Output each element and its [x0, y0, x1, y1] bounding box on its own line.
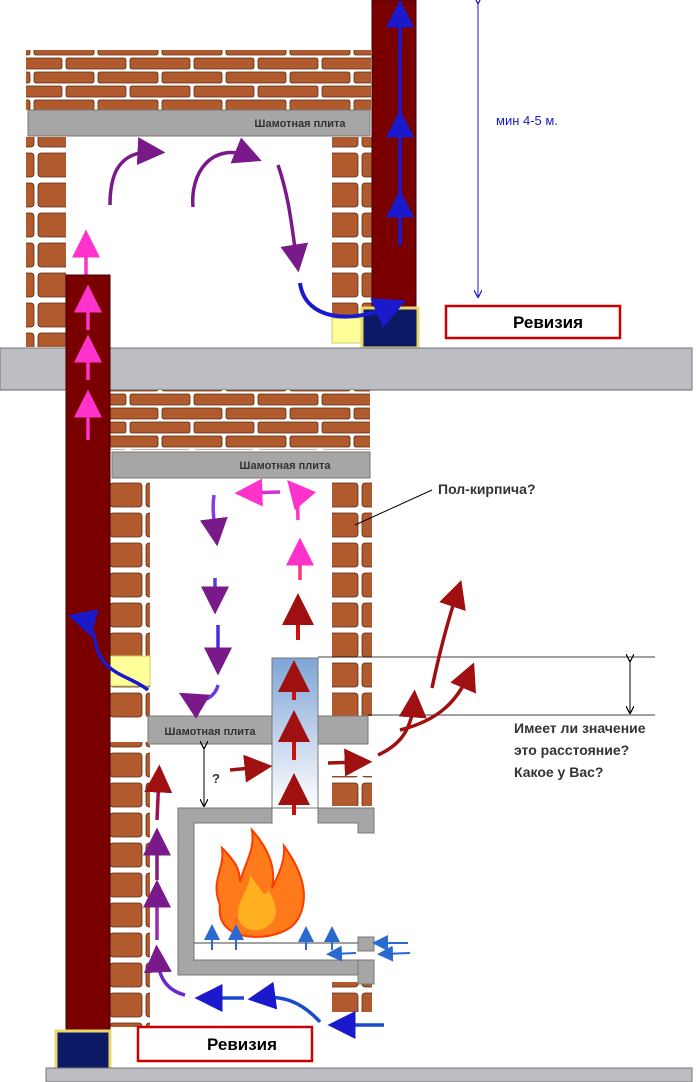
upper-revision-frame	[444, 304, 622, 340]
firebox-body-top	[317, 807, 375, 834]
distance-question-3: Какое у Вас?	[514, 764, 603, 780]
upper-yellow-block	[331, 317, 367, 344]
upper-stove: Шамотная плита	[26, 50, 372, 347]
distance-question-2: это расстояние?	[514, 742, 629, 758]
upper-fireclay-plate	[27, 109, 371, 137]
lower-stove: Шамотная плита Шамотная плита	[109, 390, 375, 1027]
lower-fireclay-label: Шамотная плита	[239, 460, 331, 472]
lower-brick-right	[332, 478, 372, 716]
upper-arrow-1	[108, 137, 166, 206]
firebox-plate-right	[317, 715, 369, 745]
upper-revision-label: Ревизия	[513, 313, 583, 332]
lower-floor	[45, 1067, 693, 1082]
upper-brick-top	[26, 50, 371, 110]
lower-fireclay-plate	[111, 451, 371, 479]
upper-arrow-3	[276, 164, 309, 273]
lower-revision-box	[54, 1029, 112, 1073]
distance-question-1: Имеет ли значение	[514, 720, 646, 736]
firebox-fireclay-label: Шамотная плита	[164, 726, 256, 738]
firebox-body-left	[177, 807, 359, 976]
upper-brick-left	[26, 137, 66, 347]
upper-arrow-4	[298, 282, 406, 328]
lower-brick-left-lower	[110, 742, 150, 1027]
min-height-label: мин 4-5 м.	[496, 113, 558, 128]
upper-arrow-2	[191, 137, 262, 208]
upper-chimney	[371, 0, 417, 313]
upper-brick-right	[332, 137, 372, 322]
gap-question-mark: ?	[212, 771, 220, 786]
lower-revision-label: Ревизия	[207, 1035, 277, 1054]
half-brick-pointer	[354, 489, 433, 526]
upper-flow-arrows	[72, 0, 414, 328]
half-brick-label: Пол-кирпича?	[438, 481, 536, 497]
lower-revision-frame	[136, 1025, 314, 1063]
fire-icon	[215, 826, 305, 938]
lower-brick-top	[110, 390, 370, 450]
upper-floor-slab	[0, 347, 693, 391]
upper-fireclay-label: Шамотная плита	[254, 118, 346, 130]
lower-flow-arrows	[67, 284, 476, 1039]
